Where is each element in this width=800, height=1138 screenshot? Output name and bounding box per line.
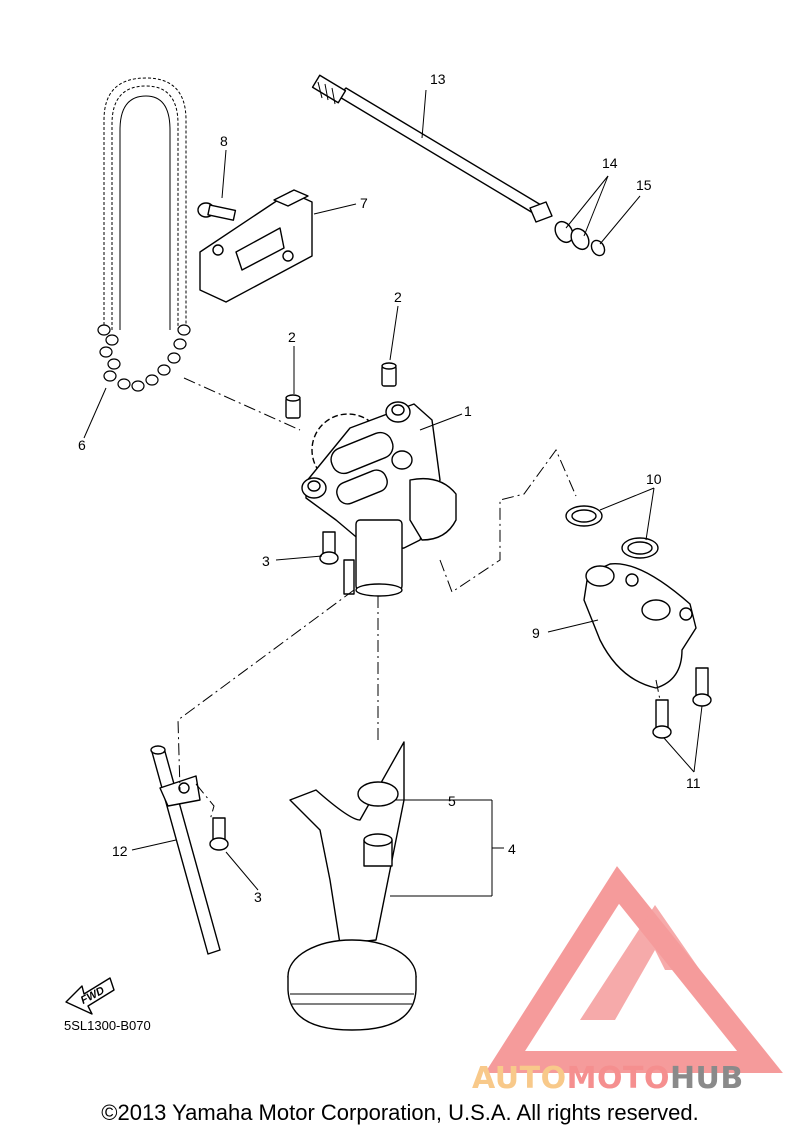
drive-chain <box>97 77 191 392</box>
callout-10: 10 <box>646 471 662 487</box>
chain-guide <box>199 189 313 303</box>
callout-6: 6 <box>78 437 86 453</box>
callout-3-lower: 3 <box>254 889 262 905</box>
callout-12: 12 <box>112 843 128 859</box>
strainer-bolt <box>209 817 229 851</box>
callout-3-upper: 3 <box>262 553 270 569</box>
oil-pipe <box>583 562 697 689</box>
callout-11: 11 <box>686 775 701 791</box>
pipe-bolts <box>652 667 712 739</box>
watermark-moto: MOTO <box>567 1061 670 1096</box>
callout-15: 15 <box>636 177 652 193</box>
callout-5: 5 <box>448 793 456 809</box>
callout-4: 4 <box>508 841 516 857</box>
o-rings-10 <box>565 505 659 559</box>
dowel-pin-right <box>381 362 397 387</box>
callout-9: 9 <box>532 625 540 641</box>
leader-lines <box>83 89 703 897</box>
watermark-auto: AUTO <box>472 1061 567 1096</box>
diagram-code: 5SL1300-B070 <box>64 1018 151 1033</box>
callout-14: 14 <box>602 155 618 171</box>
callout-13: 13 <box>430 71 446 87</box>
callout-2-left: 2 <box>288 329 296 345</box>
watermark-logo-icon <box>484 866 783 1073</box>
guide-bolt <box>197 202 237 221</box>
forward-arrow-icon: FWD <box>65 977 115 1015</box>
callout-2-right: 2 <box>394 289 402 305</box>
oil-delivery-pipe <box>311 74 553 223</box>
callout-8: 8 <box>220 133 228 149</box>
o-rings-14 <box>554 220 590 251</box>
oil-strainer-pipe <box>150 745 221 955</box>
pump-bolt-upper <box>319 531 339 565</box>
o-ring-15 <box>590 239 606 257</box>
watermark-hub: HUB <box>670 1061 744 1096</box>
callout-numbers: 13 14 15 8 7 2 2 1 6 3 10 9 11 5 4 12 3 <box>78 71 701 905</box>
oil-strainer <box>287 741 417 1031</box>
callout-1: 1 <box>464 403 472 419</box>
watermark-text: AUTOMOTOHUB <box>472 1061 744 1096</box>
copyright-notice: ©2013 Yamaha Motor Corporation, U.S.A. A… <box>101 1100 699 1125</box>
dowel-pin-left <box>285 394 301 419</box>
oil-pump-assembly <box>301 401 457 597</box>
callout-7: 7 <box>360 195 368 211</box>
